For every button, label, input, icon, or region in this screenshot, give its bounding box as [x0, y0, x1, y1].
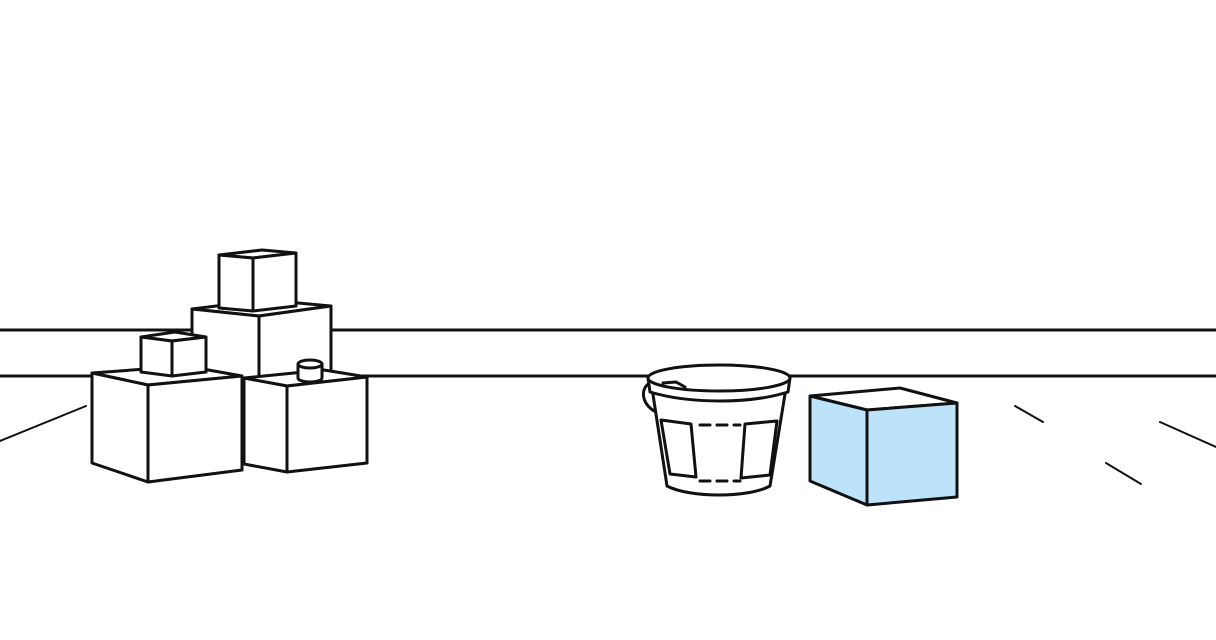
floor-stroke-right-1: [1014, 405, 1044, 423]
floor-strokes: [0, 405, 1216, 485]
floor-stroke-right-3: [1159, 421, 1216, 448]
bucket-label-left: [659, 418, 698, 479]
bucket: [642, 363, 792, 497]
box-left: [90, 364, 244, 484]
box-stack: [90, 248, 369, 484]
bucket-lid: [646, 363, 792, 393]
bucket-label-right: [739, 419, 779, 480]
small-cup-lid: [296, 358, 324, 384]
box-right: [242, 368, 369, 474]
blue-box: [808, 386, 959, 507]
box-small: [139, 330, 208, 378]
floor-stroke-left: [0, 405, 87, 442]
box-top: [217, 248, 298, 313]
bucket-tab: [661, 380, 687, 389]
floor-stroke-right-2: [1105, 462, 1142, 485]
